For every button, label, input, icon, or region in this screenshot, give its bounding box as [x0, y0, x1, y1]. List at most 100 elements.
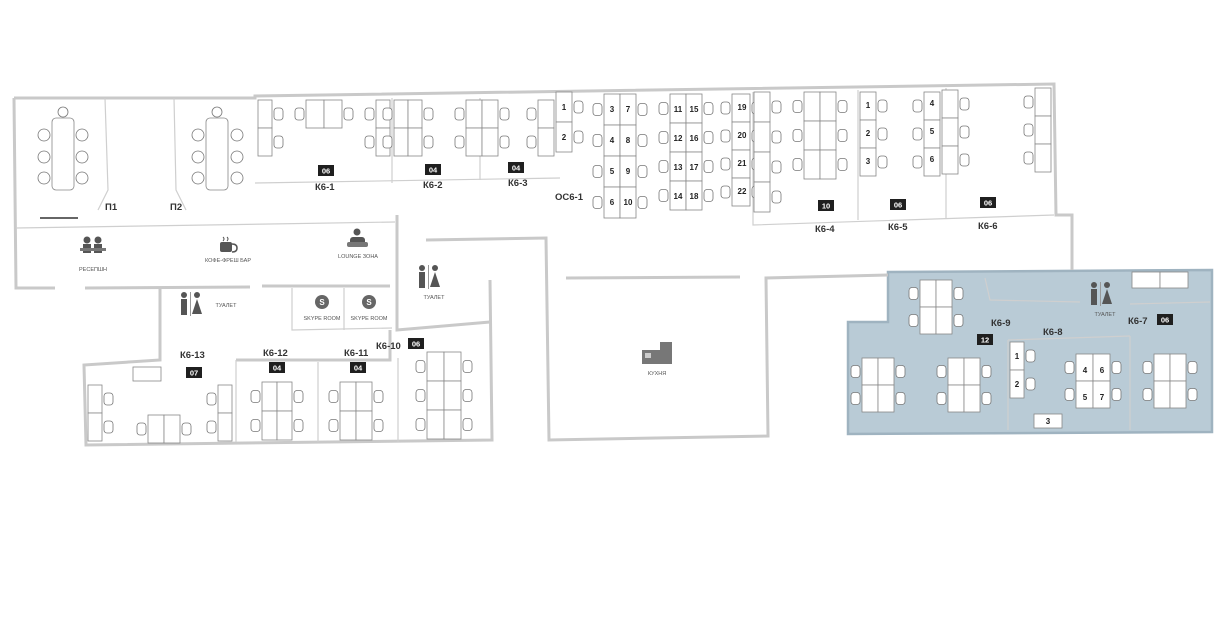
desk — [685, 180, 703, 211]
chair — [658, 131, 669, 144]
room-label-k6-7[interactable]: К6-7 — [1128, 316, 1148, 327]
chair — [382, 135, 393, 149]
room-label-k6-6[interactable]: К6-6 — [978, 221, 998, 232]
room-label-k6-13[interactable]: К6-13 — [180, 350, 205, 361]
desk — [339, 381, 357, 412]
desk — [1153, 380, 1171, 409]
reception-label: РЕСЕПШН — [79, 267, 107, 273]
desk — [819, 149, 837, 180]
desk — [919, 306, 937, 335]
room-label-k6-11[interactable]: К6-11 — [344, 348, 369, 359]
chair — [1023, 151, 1034, 165]
chair — [908, 314, 919, 327]
capacity-badge-k6-6 — [980, 197, 996, 208]
desk — [355, 381, 373, 412]
room-label-k6-2[interactable]: К6-2 — [423, 180, 443, 191]
desk — [407, 127, 423, 157]
lounge-icon — [347, 228, 368, 247]
chair — [415, 418, 426, 431]
desk — [923, 147, 941, 177]
capacity-badge-text-k6-11: 04 — [354, 364, 363, 373]
chair — [526, 107, 537, 121]
desk-number: 13 — [674, 163, 683, 172]
room-label-k6-10[interactable]: К6-10 — [376, 341, 401, 352]
chair — [953, 314, 964, 327]
room-label-k6-1[interactable]: К6-1 — [315, 182, 335, 193]
desk-number: 3 — [866, 157, 871, 166]
room-label-k6-3[interactable]: К6-3 — [508, 178, 528, 189]
desk-number: 5 — [1083, 393, 1088, 402]
capacity-badge-k6-4 — [818, 200, 834, 211]
chair — [415, 389, 426, 402]
capacity-badge-k6-13 — [186, 367, 202, 378]
chair — [573, 100, 584, 114]
room-label-os6-1[interactable]: ОС6-1 — [555, 192, 584, 203]
desk — [1033, 413, 1063, 429]
chair — [1064, 361, 1075, 374]
desk-number: 22 — [738, 187, 747, 196]
chair — [273, 135, 284, 149]
chair — [103, 392, 114, 406]
chair — [592, 103, 603, 116]
lounge-label: LOUNGE ЗОНА — [338, 254, 378, 260]
chair — [959, 125, 970, 139]
desk — [87, 384, 103, 414]
chair — [953, 287, 964, 300]
chair — [703, 189, 714, 202]
chair — [981, 392, 992, 405]
chair — [373, 390, 384, 403]
desk — [861, 384, 879, 413]
chair — [912, 99, 923, 113]
desk-number: 2 — [562, 133, 567, 142]
chair — [1025, 377, 1036, 391]
room-label-k6-8[interactable]: К6-8 — [1043, 327, 1063, 338]
chair — [703, 102, 714, 115]
desk-number: 16 — [690, 134, 699, 143]
chair — [592, 134, 603, 147]
desk — [537, 127, 555, 157]
desk — [941, 117, 959, 147]
desk-number: 6 — [610, 198, 615, 207]
desk — [555, 121, 573, 153]
chair — [364, 107, 375, 121]
chair — [720, 129, 731, 143]
desk-number: 5 — [930, 127, 935, 136]
desk — [753, 91, 771, 123]
chair — [592, 196, 603, 209]
desk — [426, 409, 445, 440]
chair — [720, 101, 731, 115]
desk — [963, 384, 981, 413]
kitchen-label: КУХНЯ — [648, 371, 666, 377]
desk — [1169, 353, 1187, 382]
room-label-k6-9[interactable]: К6-9 — [991, 318, 1011, 329]
desk — [877, 357, 895, 386]
capacity-badge-text-k6-1: 06 — [322, 167, 330, 176]
desk — [941, 145, 959, 175]
chair — [1142, 361, 1153, 374]
capacity-badge-k6-5 — [890, 199, 906, 210]
room-label-k6-5[interactable]: К6-5 — [888, 222, 908, 233]
skype-icon-2: S — [362, 295, 376, 309]
desk — [919, 279, 937, 308]
desk — [1009, 369, 1025, 399]
desk — [407, 99, 423, 129]
chair — [462, 418, 473, 431]
desk-number: 15 — [690, 105, 699, 114]
desk-number: 1 — [1015, 352, 1020, 361]
chair — [959, 153, 970, 167]
chair — [895, 365, 906, 378]
desk — [339, 410, 357, 441]
chair — [771, 100, 782, 114]
desk — [935, 306, 953, 335]
chair — [658, 102, 669, 115]
room-label-k6-4[interactable]: К6-4 — [815, 224, 835, 235]
chair — [328, 419, 339, 432]
desk — [753, 181, 771, 213]
desk — [935, 279, 953, 308]
desk — [276, 410, 293, 441]
skype-room-2: SKYPE ROOM — [351, 316, 388, 322]
toilet-icon-left — [181, 292, 202, 316]
chair — [373, 419, 384, 432]
reception-icon — [80, 236, 106, 253]
room-label-k6-12[interactable]: К6-12 — [263, 348, 288, 359]
